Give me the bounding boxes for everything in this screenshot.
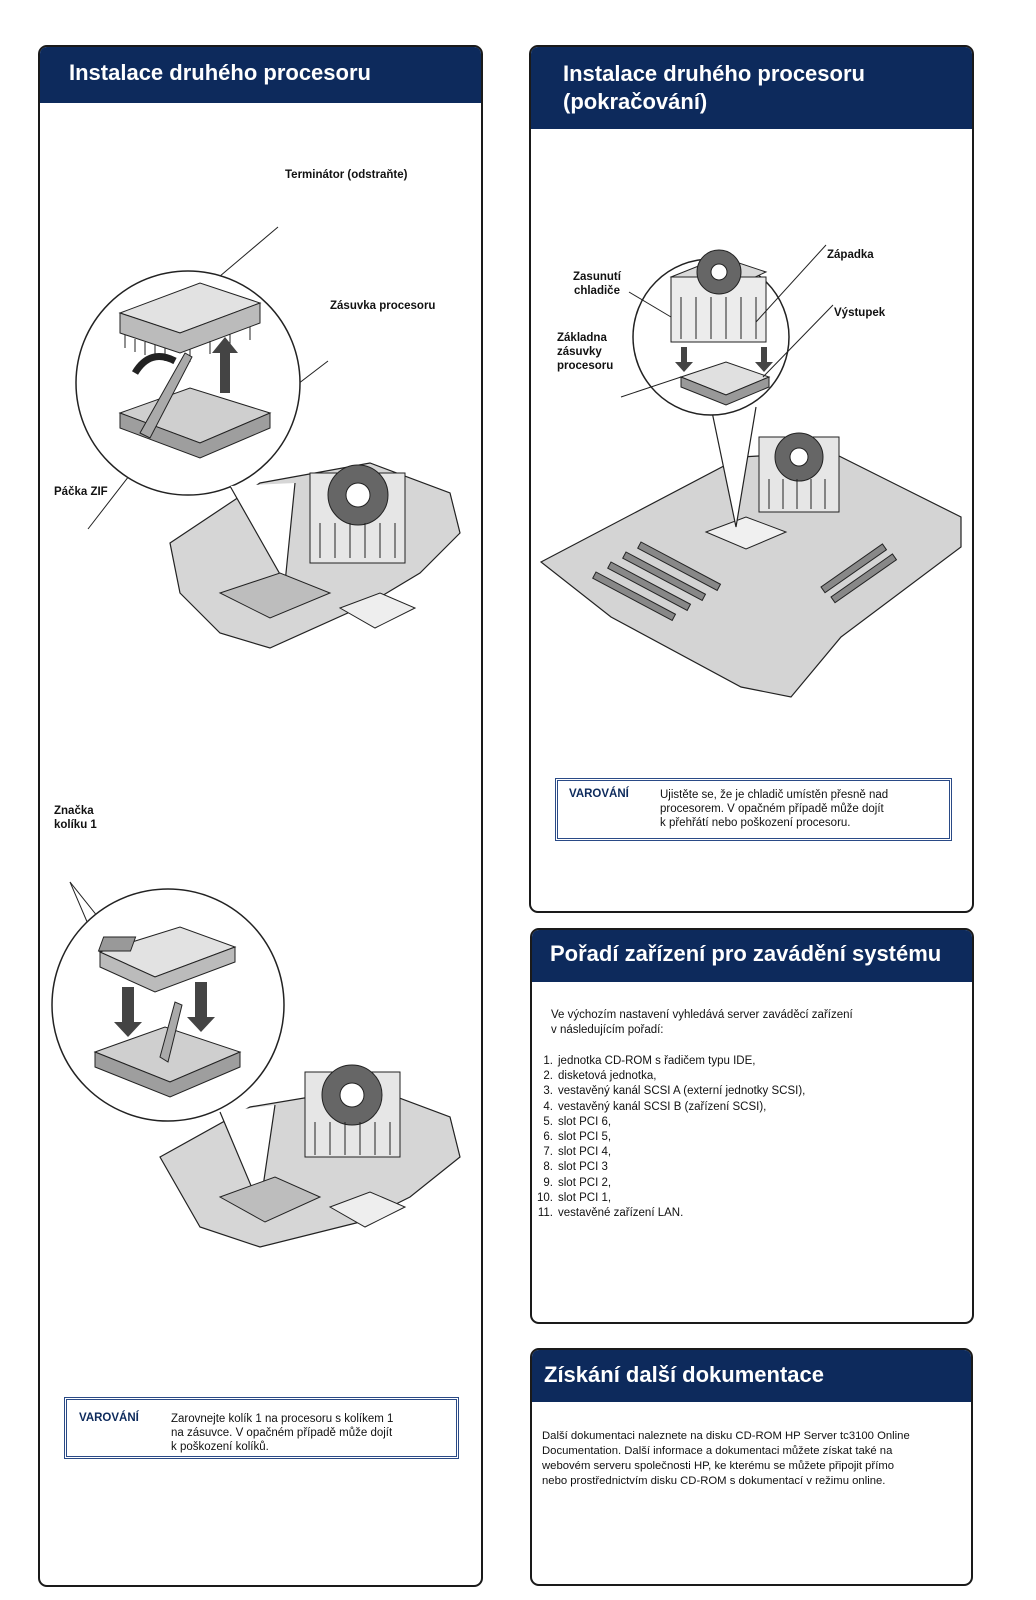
callout-socket-base: Základna zásuvky procesoru bbox=[557, 332, 614, 372]
list-item: 7.slot PCI 4, bbox=[543, 1146, 612, 1159]
callout-pin1-mark: Značka kolíku 1 bbox=[54, 805, 97, 831]
list-item: 10.slot PCI 1, bbox=[537, 1191, 612, 1204]
processor-insertion-illustration bbox=[51, 881, 461, 1248]
panel-title: Instalace druhého procesoru bbox=[40, 47, 481, 103]
boot-intro-text: Ve výchozím nastavení vyhledává server z… bbox=[551, 1009, 853, 1036]
list-item: 6.slot PCI 5, bbox=[543, 1131, 612, 1144]
callout-latch: Západka bbox=[827, 249, 874, 261]
panel-title: Získání další dokumentace bbox=[532, 1350, 971, 1402]
list-item: 1.jednotka CD-ROM s řadičem typu IDE, bbox=[543, 1055, 756, 1067]
callout-terminator: Terminátor (odstraňte) bbox=[285, 169, 408, 181]
panel-install-second-processor-continued: Instalace druhého procesoru (pokračování… bbox=[529, 45, 974, 913]
warning-text: Zarovnejte kolík 1 na procesoru s kolíke… bbox=[171, 1413, 394, 1453]
heatsink-installation-illustration bbox=[539, 244, 962, 698]
list-item: 9.slot PCI 2, bbox=[543, 1176, 612, 1189]
list-item: 5.slot PCI 6, bbox=[543, 1115, 612, 1128]
panel-title: Pořadí zařízení pro zavádění systému bbox=[532, 930, 972, 982]
list-item: 4.vestavěný kanál SCSI B (zařízení SCSI)… bbox=[543, 1100, 767, 1113]
warning-text: Ujistěte se, že je chladič umístěn přesn… bbox=[660, 789, 889, 829]
list-item: 2.disketová jednotka, bbox=[543, 1070, 657, 1083]
boot-device-list: 1.jednotka CD-ROM s řadičem typu IDE, 2.… bbox=[535, 1054, 805, 1221]
callout-zif-lever: Páčka ZIF bbox=[54, 486, 108, 498]
callout-heatsink-slide: Zasunutí chladiče bbox=[573, 271, 621, 297]
list-item: 8.slot PCI 3 bbox=[543, 1161, 608, 1174]
panel-boot-order: Pořadí zařízení pro zavádění systému Ve … bbox=[530, 928, 974, 1324]
terminator-removal-illustration bbox=[75, 226, 461, 649]
callout-processor-socket: Zásuvka procesoru bbox=[330, 300, 436, 312]
warning-label: VAROVÁNÍ bbox=[569, 788, 629, 800]
callout-tab: Výstupek bbox=[834, 307, 886, 319]
documentation-text: Další dokumentaci naleznete na disku CD-… bbox=[542, 1430, 910, 1487]
panel-further-documentation: Získání další dokumentace Další dokument… bbox=[530, 1348, 973, 1586]
panel-install-second-processor: Instalace druhého procesoru bbox=[38, 45, 483, 1587]
warning-label: VAROVÁNÍ bbox=[79, 1412, 139, 1424]
warning-box-heatsink-alignment: VAROVÁNÍ Ujistěte se, že je chladič umís… bbox=[555, 778, 952, 841]
list-item: 11.vestavěné zařízení LAN. bbox=[537, 1207, 684, 1220]
panel-title: Instalace druhého procesoru (pokračování… bbox=[531, 47, 972, 129]
list-item: 3.vestavěný kanál SCSI A (externí jednot… bbox=[543, 1085, 806, 1098]
warning-box-pin-alignment: VAROVÁNÍ Zarovnejte kolík 1 na procesoru… bbox=[64, 1397, 459, 1459]
